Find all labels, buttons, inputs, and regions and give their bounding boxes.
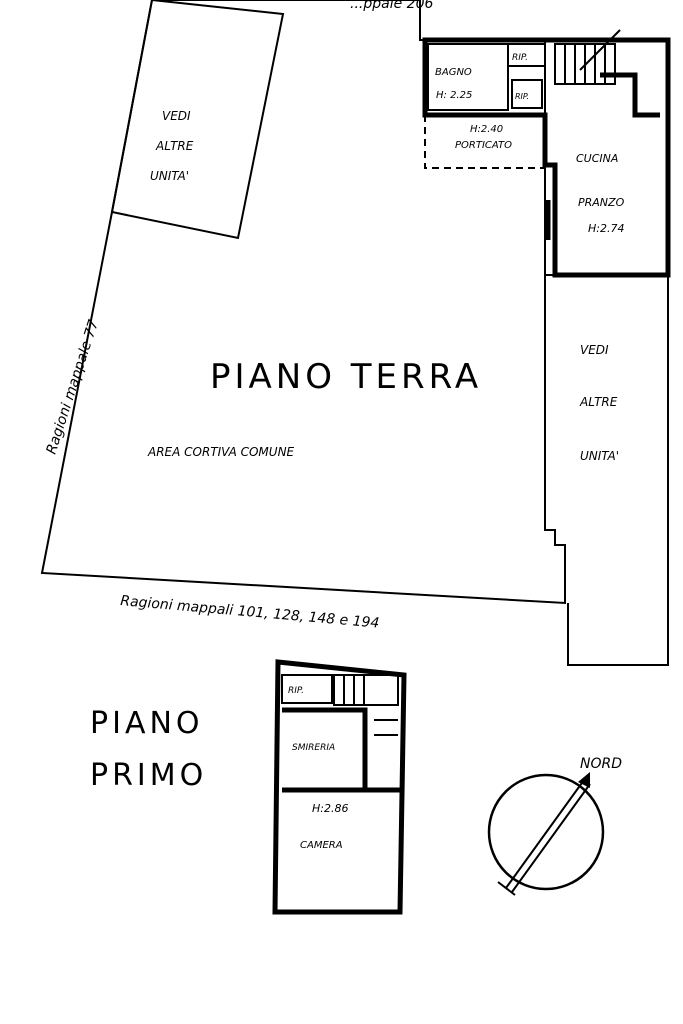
- first-floor-title-1: PIANO: [90, 706, 204, 741]
- kitchen-label: CUCINA: [576, 152, 618, 165]
- inner-wall-kitchen: [600, 72, 660, 118]
- bedroom-height: H:2.86: [312, 802, 348, 815]
- other-units-top-line3: UNITA': [150, 169, 189, 183]
- courtyard-label: AREA CORTIVA COMUNE: [147, 445, 295, 459]
- first-floor-storage: [281, 674, 333, 704]
- first-floor-storage-label: RIP.: [288, 686, 304, 696]
- storage-1-label: RIP.: [512, 53, 528, 63]
- other-units-right-block: [545, 274, 669, 666]
- north-compass: [487, 772, 605, 896]
- storage-room-2: [511, 79, 543, 109]
- other-units-right-line3: UNITA': [580, 449, 619, 463]
- storage-2-label: RIP.: [515, 92, 529, 101]
- bath-room: [427, 43, 509, 111]
- bath-height: H: 2.25: [436, 90, 472, 101]
- porch-label: PORTICATO: [455, 140, 512, 151]
- other-units-right-line1: VEDI: [580, 343, 609, 357]
- bedroom-label: CAMERA: [300, 840, 343, 851]
- left-boundary-label: Ragioni mappale 77: [44, 318, 103, 456]
- house-ground-floor: [422, 37, 671, 278]
- first-floor-outline: [272, 659, 407, 915]
- first-floor-title-2: PRIMO: [90, 758, 207, 793]
- other-units-right-line2: ALTRE: [579, 395, 618, 409]
- other-units-top-block: [110, 0, 285, 240]
- dining-label: PRANZO: [578, 196, 625, 209]
- courtyard-outline: [40, 0, 566, 605]
- porch-outline: [424, 115, 545, 169]
- porch-height: H:2.40: [470, 124, 503, 135]
- top-boundary-label: ...ppale 206: [350, 0, 433, 12]
- other-units-top-line2: ALTRE: [155, 139, 194, 153]
- other-units-top-line1: VEDI: [162, 109, 191, 123]
- hall-label: SMIRERIA: [292, 743, 335, 753]
- bath-label: BAGNO: [435, 67, 472, 78]
- stairs-first-floor: [333, 674, 399, 736]
- bottom-boundary-label: Ragioni mappali 101, 128, 148 e 194: [120, 593, 380, 632]
- storage-room-1: [507, 43, 546, 67]
- ground-floor-title: PIANO TERRA: [210, 357, 482, 397]
- kitchen-height: H:2.74: [588, 222, 624, 235]
- compass-label: NORD: [580, 756, 622, 772]
- hall-wall: [282, 707, 368, 790]
